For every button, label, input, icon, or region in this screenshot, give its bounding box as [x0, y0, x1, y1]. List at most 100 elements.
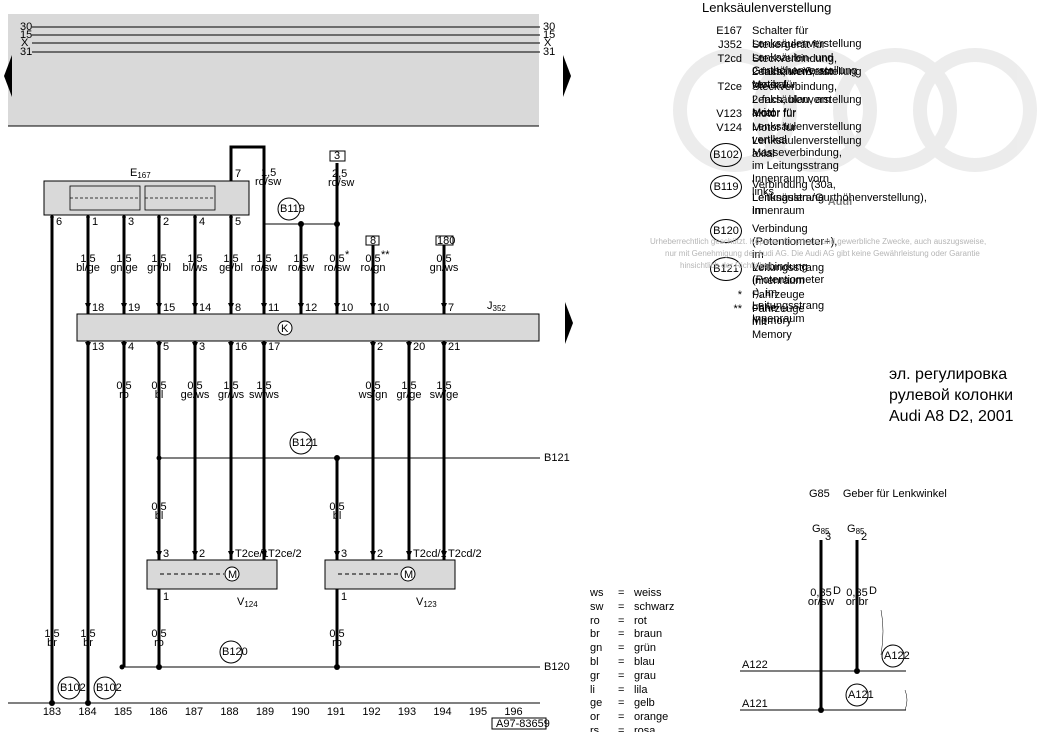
b121-end-label: B121: [544, 452, 570, 464]
j352-lower-pin-1: 4: [128, 341, 134, 353]
legend-desc: Motor für Lenksäulenverstellung vertikal: [752, 108, 862, 146]
upper-wire-color-8: ro/gn: [360, 262, 385, 274]
bottom-wire-color-3: ro: [332, 637, 342, 649]
legend-desc: Steuergerät für Lenksäulen- und Gurthöhe…: [752, 39, 858, 77]
junction-a122: [881, 644, 905, 668]
lower-wire-color-4: sw/ws: [249, 389, 279, 401]
track-number-188: 188: [220, 706, 238, 718]
star-mark-single: *: [345, 249, 350, 261]
fuse-3-label: 3: [334, 150, 340, 162]
upper-wire-color-1: gn/ge: [110, 262, 138, 274]
color-row-or: or=orange: [590, 711, 668, 724]
audi-wordmark-watermark: Audi: [828, 196, 852, 208]
top-wire-color: ro/sw: [255, 176, 281, 188]
track-number-192: 192: [362, 706, 380, 718]
watermark-line-0: Urheberrechtlich geschützt. Kopieren für…: [650, 237, 987, 246]
upper-wire-size-6: 1,5: [293, 253, 308, 265]
e167-pin-0: 6: [56, 216, 62, 228]
junction-a121: [845, 683, 869, 707]
track-number-194: 194: [433, 706, 451, 718]
junction-b120: [219, 640, 243, 664]
equals-sign: =: [618, 600, 625, 613]
v124-pin-ground: 1: [163, 591, 169, 603]
lower-wire-color-3: gr/ws: [218, 389, 245, 401]
junction-b121: [289, 431, 313, 455]
upper-wire-color-9: gn/ws: [430, 262, 459, 274]
audi-rings-watermark: [673, 48, 1037, 172]
j352-lower-pin-5: 17: [268, 341, 280, 353]
legend-desc-line-2: Leitungsstrang Innenraum: [752, 192, 825, 217]
junction-b120-label: B120: [222, 646, 248, 658]
j352-upper-pin-2: 15: [163, 302, 175, 314]
continue-arrow-icon[interactable]: [565, 302, 573, 344]
motor-v124-icon: [224, 566, 240, 582]
bottom-wire-size-2: 0,5: [151, 628, 166, 640]
legend-desc: Steckverbindung, 2-fach, weiß, am Motor …: [752, 53, 837, 91]
legend-code: **: [733, 303, 742, 315]
color-row-br: br=braun: [590, 628, 662, 641]
motor-v123-icon: [400, 566, 416, 582]
upper-wire-color-4: ge/bl: [219, 262, 243, 274]
j352-upper-pin-3: 14: [199, 302, 211, 314]
legend-desc: Fahrzeuge ohne Memory: [752, 289, 805, 327]
fuse-180-label: 180: [437, 235, 455, 247]
equals-sign: =: [618, 697, 625, 710]
equals-sign: =: [618, 683, 625, 696]
ground-b102-a-label: B102: [60, 682, 86, 694]
j352-lower-pin-3: 3: [199, 341, 205, 353]
star-mark-double: **: [381, 249, 390, 261]
g85-caption-code: G85: [809, 488, 830, 500]
legend-desc-line-2: Lenksäulenverstellung axial: [752, 94, 862, 119]
lower-wire-color-0: ro: [119, 389, 129, 401]
lower-wire-size-3: 1,5: [223, 380, 238, 392]
legend-code: T2cd: [717, 53, 742, 65]
upper-wire-color-7: ro/sw: [324, 262, 350, 274]
russian-caption-line-3: Audi A8 D2, 2001: [889, 408, 1014, 425]
color-abbr: gn: [590, 642, 603, 655]
v124-pin-3: T2ce/2: [268, 548, 302, 560]
ground-b102-b: [93, 676, 117, 700]
bus-label-30-left: 30: [20, 21, 32, 33]
j352-upper-pin-6: 12: [305, 302, 317, 314]
bottom-wire-size-3: 0,5: [329, 628, 344, 640]
upper-wire-size-1: 1,5: [116, 253, 131, 265]
track-number-187: 187: [185, 706, 203, 718]
bus-label-x-right: X: [544, 37, 552, 49]
g85-pin-1: 2: [861, 531, 867, 543]
upper-wire-size-9: 0,5: [436, 253, 451, 265]
prev-page-arrow-icon[interactable]: [4, 55, 12, 97]
legend-code: V124: [716, 122, 742, 134]
bottom-wire-size-0: 1,5: [44, 628, 59, 640]
watermark-line-1: nur mit Genehmigung der Audi AG. Die Aud…: [665, 249, 980, 258]
color-abbr: or: [590, 711, 600, 724]
lower-wire-color-7: sw/ge: [430, 389, 459, 401]
next-page-arrow-icon[interactable]: [563, 55, 571, 97]
top-wire-size: 1,5: [261, 167, 276, 179]
j352-upper-pin-0: 18: [92, 302, 104, 314]
a122-label: A122: [742, 659, 768, 671]
svg-text:K: K: [281, 323, 289, 335]
track-number-183: 183: [43, 706, 61, 718]
color-name: lila: [634, 683, 648, 696]
color-name: braun: [634, 628, 663, 641]
top-feed-wires: [229, 145, 339, 230]
color-name: rosa: [634, 725, 656, 732]
upper-wire-color-0: bl/ge: [76, 262, 100, 274]
equals-sign: =: [618, 711, 625, 724]
color-name: blau: [634, 656, 655, 668]
j352-label: J352: [487, 300, 506, 313]
e167-pin-2: 3: [128, 216, 134, 228]
bus-label-31-right: 31: [543, 46, 555, 58]
svg-text:M: M: [404, 569, 413, 581]
color-abbr: gr: [590, 669, 600, 682]
track-number-186: 186: [149, 706, 167, 718]
lower-wire-size-7: 1,5: [436, 380, 451, 392]
g85-wire-mark-0: D: [833, 585, 841, 597]
track-number-185: 185: [114, 706, 132, 718]
mid-wire-size-1: 0,5: [329, 501, 344, 513]
color-row-gn: gn=grün: [590, 642, 656, 655]
legend-desc: Motor für Lenksäulenverstellung axial: [752, 122, 862, 160]
bottom-wire-size-1: 1,5: [80, 628, 95, 640]
control-unit-j352: [76, 313, 540, 342]
